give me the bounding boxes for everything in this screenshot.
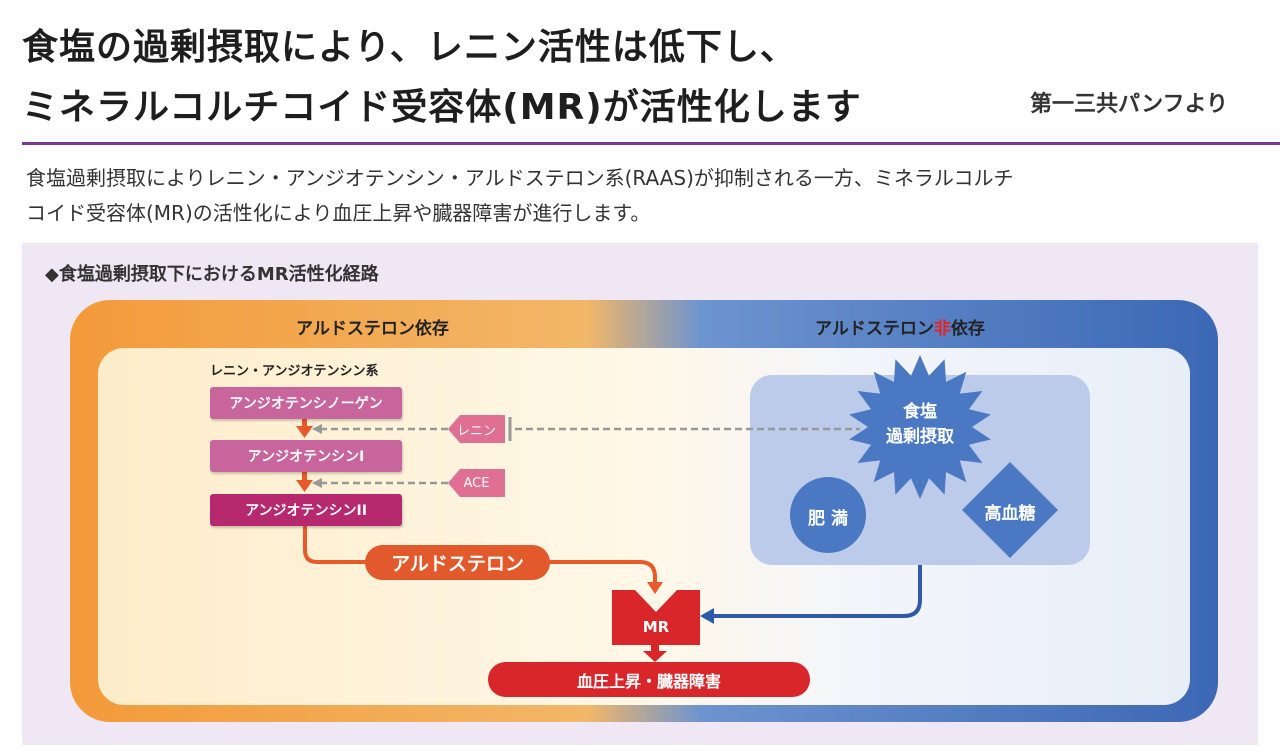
- salt-label: 食塩過剰摂取: [886, 402, 954, 447]
- outcome-pill: 血圧上昇・臓器障害: [488, 662, 810, 697]
- aldosterone-independent-header: アルドステロン非依存: [815, 319, 985, 339]
- obesity-circle: [790, 477, 866, 553]
- aldosterone-dependent-header: アルドステロン依存: [296, 319, 449, 339]
- divider: [22, 142, 1280, 145]
- source-note: 第一三共パンフより: [1030, 92, 1229, 117]
- renin-tag: レニン: [448, 415, 505, 443]
- hyperglycemia-diamond: [962, 462, 1058, 558]
- obesity-label: 肥 満: [808, 509, 848, 529]
- body-line-2: コイド受容体(MR)の活性化により血圧上昇や臓器障害が進行します。: [26, 201, 651, 225]
- hyperglycemia-label: 高血糖: [984, 504, 1036, 524]
- mr-receptor-shape: [612, 590, 700, 645]
- angiotensin-1-box: アンジオテンシンI: [210, 440, 402, 472]
- title-line-2: ミネラルコルチコイド受容体(MR)が活性化します: [22, 87, 862, 128]
- title-line-1: 食塩の過剰摂取により、レニン活性は低下し、: [22, 27, 797, 68]
- body-line-1: 食塩過剰摂取によりレニン・アンジオテンシン・アルドステロン系(RAAS)が抑制さ…: [26, 166, 1014, 190]
- mr-label: MR: [642, 618, 670, 636]
- aldosterone-pill: アルドステロン: [365, 545, 550, 580]
- angiotensinogen-box: アンジオテンシノーゲン: [210, 387, 402, 419]
- diagram-heading: ◆食塩過剰摂取下におけるMR活性化経路: [45, 264, 379, 285]
- ace-tag: ACE: [448, 469, 505, 497]
- independent-path: [712, 565, 922, 618]
- angiotensin-2-box: アンジオテンシンII: [210, 494, 402, 526]
- ras-label: レニン・アンジオテンシン系: [210, 364, 379, 379]
- salt-starburst: [849, 355, 991, 499]
